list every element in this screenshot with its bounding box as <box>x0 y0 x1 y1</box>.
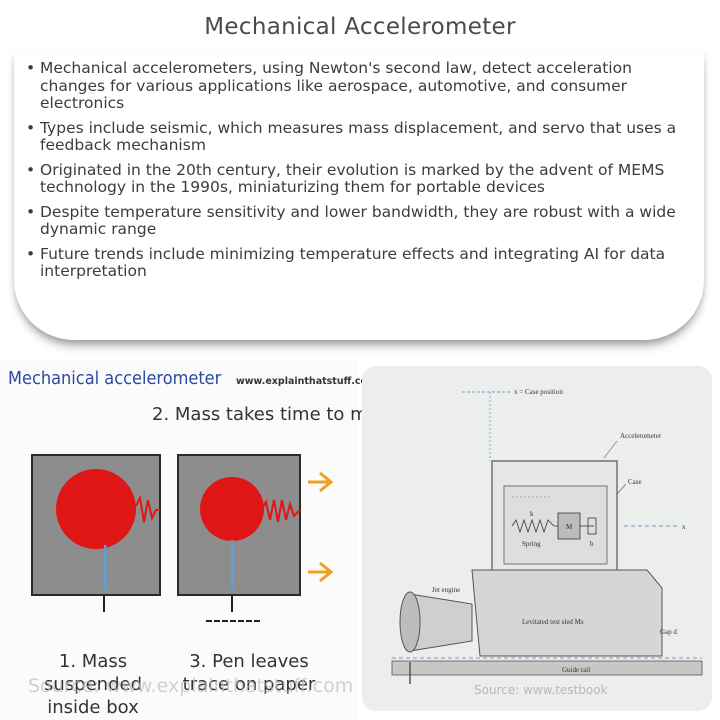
pen-2 <box>231 540 234 590</box>
illustration-url: www.explainthatstuff.com <box>236 376 377 387</box>
label-case: Case <box>628 478 642 486</box>
bullet-item: •Types include seismic, which measures m… <box>26 118 696 155</box>
label-b: b <box>590 540 594 548</box>
bullet-item: •Mechanical accelerometers, using Newton… <box>26 59 696 113</box>
bullet-list: •Mechanical accelerometers, using Newton… <box>26 59 696 288</box>
spring-2 <box>261 499 301 523</box>
label-accelerometer: Accelerometer <box>620 432 662 440</box>
bullet-item: •Future trends include minimizing temper… <box>26 244 696 281</box>
mass-2 <box>200 477 264 541</box>
source-watermark-right: Source: www.testbook <box>474 683 608 697</box>
label-spring: Spring <box>522 540 541 548</box>
accelerometer-boxes-drawing <box>31 454 334 622</box>
label-mass: M <box>566 523 573 531</box>
bullet-text: Future trends include minimizing tempera… <box>40 244 666 280</box>
bullet-item: •Originated in the 20th century, their e… <box>26 160 696 197</box>
bullet-text: Mechanical accelerometers, using Newton'… <box>40 59 632 112</box>
label-x-axis: x <box>682 523 686 531</box>
label-position: x = Case position <box>514 388 563 396</box>
bullet-text: Despite temperature sensitivity and lowe… <box>40 202 676 238</box>
bullet-text: Types include seismic, which measures ma… <box>40 118 677 154</box>
bullet-mark: • <box>26 118 36 137</box>
summary-card <box>14 52 704 340</box>
step3-caption: 3. Pen leaves trace on paper <box>182 651 316 695</box>
spring-1 <box>135 494 160 523</box>
step2-caption: 2. Mass takes time to move <box>152 404 401 425</box>
source-watermark: Source: www.explainthatstuff.com <box>28 675 354 697</box>
mass-1 <box>56 469 136 549</box>
step1-caption: 1. Mass suspended inside box <box>44 651 142 718</box>
guide-rail <box>391 660 703 676</box>
label-gap: Gap d <box>660 628 677 636</box>
test-sled <box>471 569 663 657</box>
damper <box>587 517 597 535</box>
bullet-mark: • <box>26 59 36 77</box>
arrow-right-icon <box>308 561 334 583</box>
label-jet-engine: Jet engine <box>432 586 460 594</box>
sled-diagram: x = Case position Accelerometer Case k S… <box>391 388 703 684</box>
slide-title: Mechanical Accelerometer <box>204 14 516 40</box>
bullet-text: Originated in the 20th century, their ev… <box>40 160 665 196</box>
bullet-mark: • <box>26 202 36 221</box>
arrow-right-icon <box>308 471 334 493</box>
label-k: k <box>530 510 534 518</box>
label-sled: Levitated test sled Ms <box>522 618 584 626</box>
spring <box>511 518 558 534</box>
illustration-heading: Mechanical accelerometer <box>8 368 222 389</box>
label-rail: Guide rail <box>562 666 590 674</box>
bullet-item: •Despite temperature sensitivity and low… <box>26 202 696 239</box>
bullet-mark: • <box>26 244 36 263</box>
pen-1 <box>104 545 107 590</box>
bullet-mark: • <box>26 160 36 179</box>
